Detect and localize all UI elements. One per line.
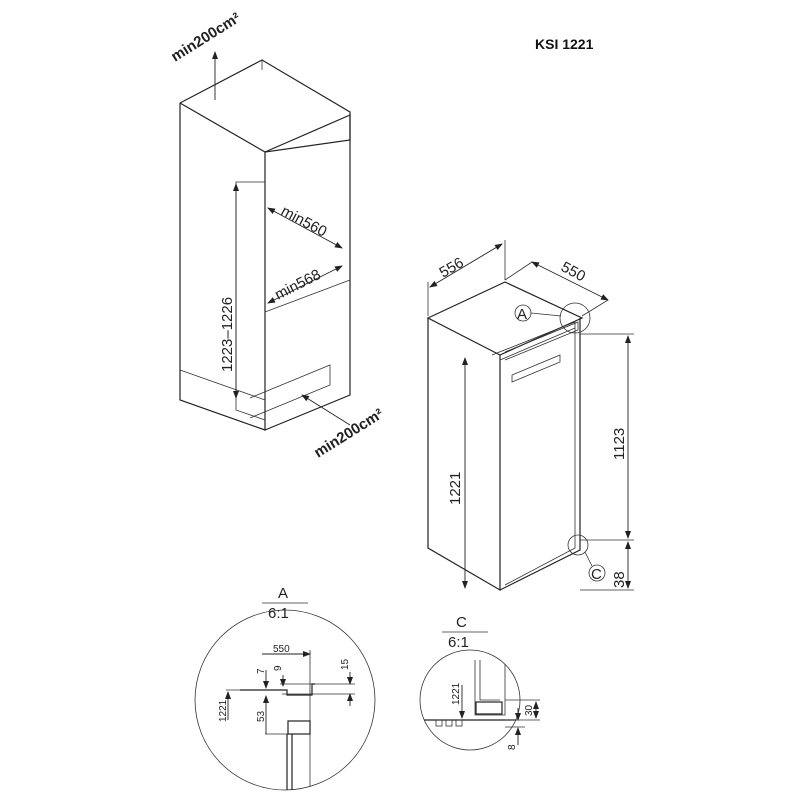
detail-a-dims-d53-label: 53 <box>256 710 267 722</box>
appliance-marker-a-label: A <box>517 306 527 323</box>
detail-a-dims-w-label: 550 <box>273 644 290 655</box>
appliance-width-dim: 556 <box>427 240 506 316</box>
niche-cabinet <box>179 59 351 431</box>
detail-a: A 6:1 550 15 7 9 53 1221 <box>194 585 376 791</box>
vent-bottom-label: min200cm² <box>311 405 386 461</box>
appliance-upper-label: 1123 <box>611 428 628 460</box>
appliance-depth-label: 550 <box>558 259 588 286</box>
detail-c: C 6:1 1221 30 8 <box>419 614 540 751</box>
niche-width-dim: min568 <box>267 265 343 304</box>
vent-top-label: min200cm² <box>168 9 243 65</box>
detail-a-dims-d9-label: 9 <box>273 665 284 671</box>
detail-a-label: A <box>278 585 288 602</box>
detail-a-scale: 6:1 <box>268 605 289 622</box>
marker-a: A <box>514 302 591 334</box>
detail-a-dims-d15-label: 15 <box>340 658 351 670</box>
appliance-marker-c-label: C <box>591 566 602 583</box>
detail-a-dims-h-label: 1221 <box>218 699 229 722</box>
niche-depth-dim: min560 <box>267 203 343 249</box>
niche-height-label: 1223–1226 <box>219 297 236 372</box>
marker-c: C <box>567 534 606 583</box>
detail-c-dims-d30-label: 30 <box>524 704 535 716</box>
detail-c-scale: 6:1 <box>448 634 469 651</box>
appliance-upper-dim: 1123 38 <box>580 333 634 591</box>
detail-c-dims-d8-label: 8 <box>507 744 518 750</box>
model-title: KSI 1221 <box>535 36 594 52</box>
detail-a-dims-d7-label: 7 <box>256 668 267 674</box>
appliance-lower-label: 38 <box>611 571 628 588</box>
appliance-width-label: 556 <box>437 254 467 281</box>
detail-c-dims-h-label: 1221 <box>451 682 462 705</box>
niche-height-dim: 1223–1226 <box>219 183 239 399</box>
detail-c-label: C <box>456 614 467 631</box>
vent-bottom-arrow: min200cm² <box>301 394 387 461</box>
appliance-body <box>426 281 584 592</box>
niche-width-label: min568 <box>272 266 324 303</box>
appliance-height-dim: 1221 <box>447 357 468 589</box>
niche-depth-label: min560 <box>278 203 329 241</box>
vent-top-arrow: min200cm² <box>168 9 244 100</box>
appliance-height-label: 1221 <box>447 472 464 505</box>
